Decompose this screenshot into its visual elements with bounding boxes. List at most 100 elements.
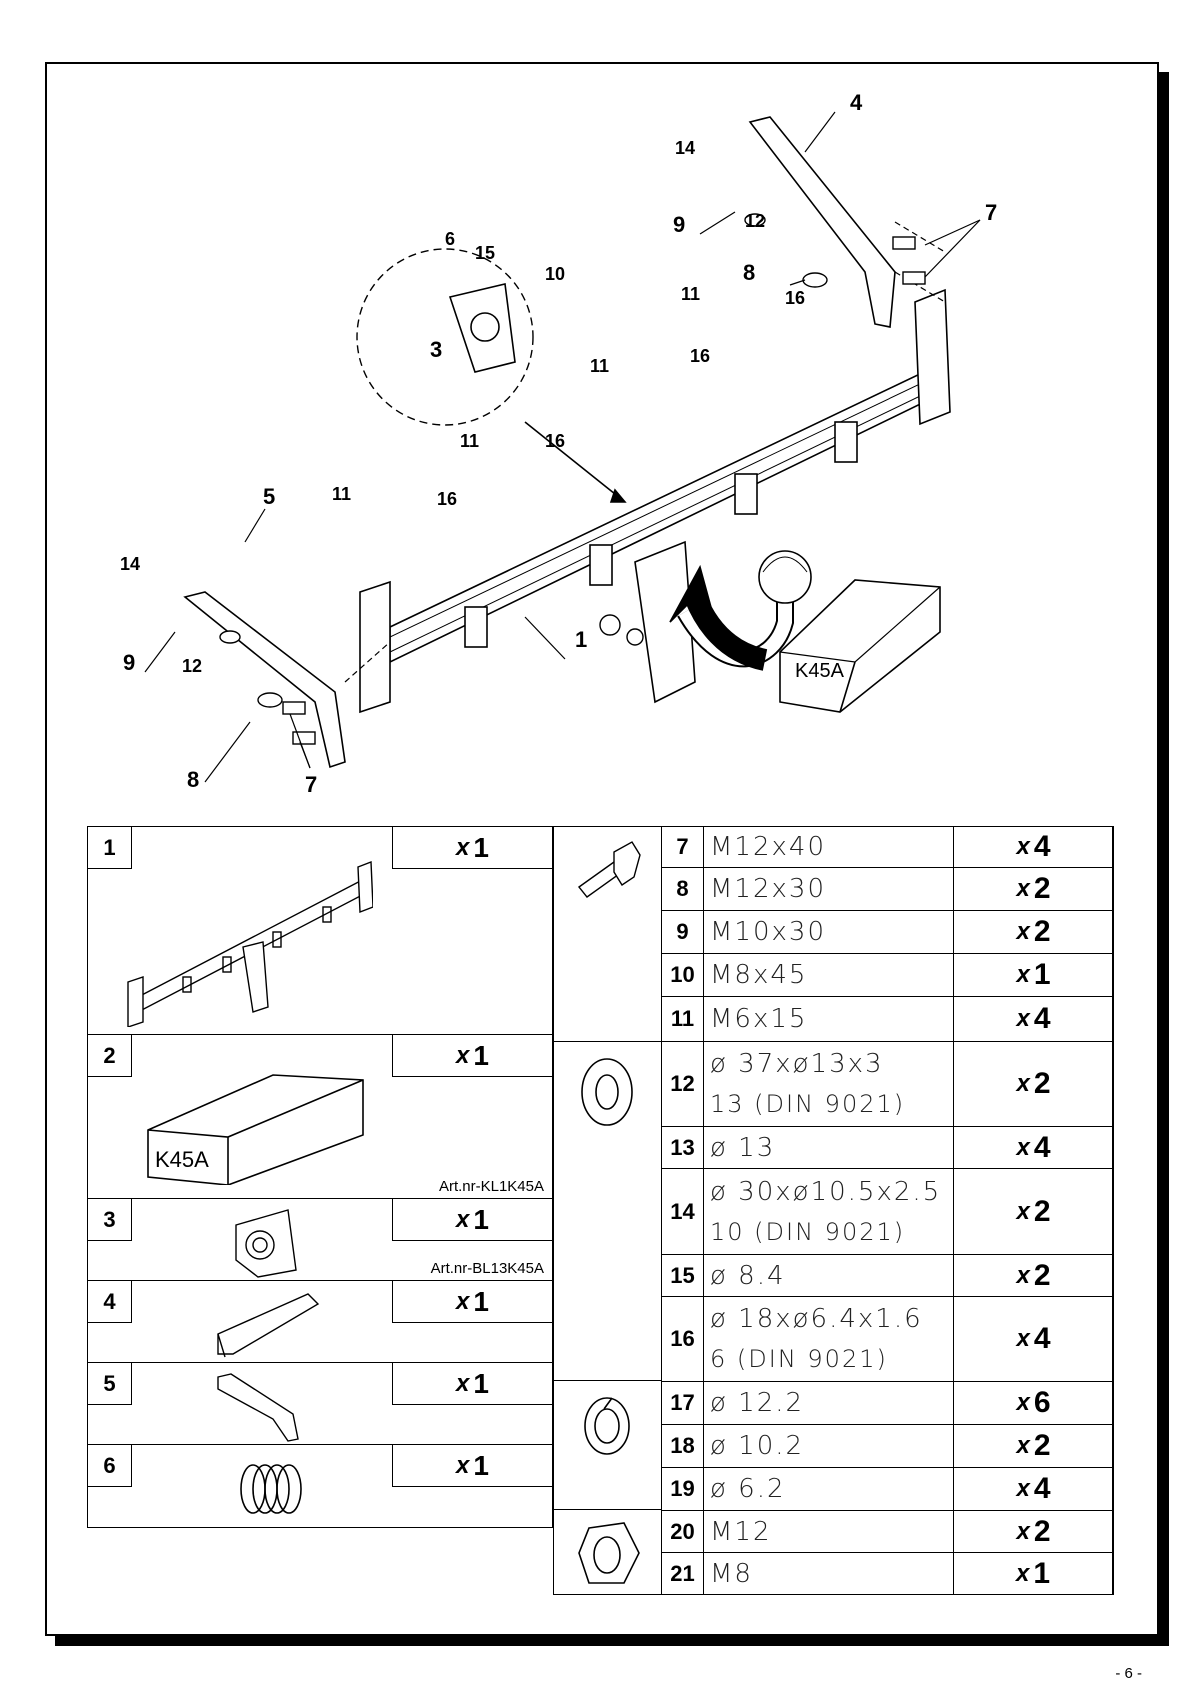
callout-16-d: 16	[437, 489, 457, 509]
part-spec: ø 6.2	[704, 1468, 954, 1510]
part-spec: M12x30	[704, 868, 954, 910]
part-number: 2	[88, 1035, 132, 1077]
callout-9-left: 9	[123, 650, 135, 675]
part-spec: ø 10.2	[704, 1425, 954, 1467]
callout-8-right: 8	[743, 260, 755, 285]
part-spec: ø 8.4	[704, 1255, 954, 1296]
table-right-border	[1112, 826, 1114, 1595]
callout-12-right: 12	[745, 211, 765, 231]
part-number: 8	[661, 868, 704, 910]
callout-15: 15	[475, 243, 495, 263]
callout-5: 5	[263, 484, 275, 509]
part-number: 14	[661, 1169, 704, 1254]
callout-9-right: 9	[673, 212, 685, 237]
article-number: Art.nr-BL13K45A	[430, 1260, 544, 1277]
part-number: 20	[661, 1511, 704, 1552]
callout-11-b: 11	[590, 356, 609, 376]
part-number: 12	[661, 1042, 704, 1126]
callout-1: 1	[575, 627, 587, 652]
page-number: - 6 -	[1115, 1665, 1142, 1682]
part-number: 17	[661, 1382, 704, 1424]
callout-16-c: 16	[545, 431, 565, 451]
callout-12-left: 12	[182, 656, 202, 676]
callout-11-c: 11	[460, 431, 479, 451]
box-thumbnail: K45A	[147, 1074, 364, 1185]
callout-7-right: 7	[985, 200, 997, 225]
part-number: 7	[661, 827, 704, 867]
nut-icon	[578, 1522, 640, 1584]
callout-16-a: 16	[785, 288, 805, 308]
callout-7-left: 7	[305, 772, 317, 797]
callout-16-b: 16	[690, 346, 710, 366]
part-spec: ø 13	[704, 1127, 954, 1168]
part-number: 3	[88, 1199, 132, 1241]
callout-8-left: 8	[187, 767, 199, 792]
part-number: 10	[661, 954, 704, 996]
part-number: 6	[88, 1445, 132, 1487]
part-number: 5	[88, 1363, 132, 1405]
spring-thumbnail	[240, 1464, 302, 1514]
box-thumbnail-label: K45A	[155, 1147, 209, 1172]
callout-6: 6	[445, 229, 455, 249]
part-number: 18	[661, 1425, 704, 1467]
callout-11-d: 11	[332, 484, 351, 504]
callout-14-left: 14	[120, 554, 140, 574]
article-number: Art.nr-KL1K45A	[438, 1178, 544, 1195]
callout-14-right: 14	[675, 138, 695, 158]
part-number: 11	[661, 997, 704, 1041]
part-spec: M6x15	[704, 997, 954, 1041]
nut-icon-cell	[553, 1509, 661, 1595]
part-spec: M10x30	[704, 911, 954, 953]
callout-3: 3	[430, 337, 442, 362]
callout-4: 4	[850, 90, 863, 115]
part-spec: M8x45	[704, 954, 954, 996]
part-number: 13	[661, 1127, 704, 1168]
assembly-diagram: 1 3 4 5 6 7 7 8 8 9 9 10 11 11 11 11 12 …	[45, 62, 1155, 822]
part-number: 9	[661, 911, 704, 953]
part-number: 15	[661, 1255, 704, 1296]
part-spec: ø 12.2	[704, 1382, 954, 1424]
bolt-icon-cell	[553, 826, 661, 1042]
bracket-5-thumbnail	[217, 1373, 299, 1442]
spring-washer-icon-cell	[553, 1380, 661, 1510]
washer-icon	[581, 1058, 633, 1126]
part-spec: M8	[704, 1553, 954, 1594]
part-number: 1	[88, 827, 132, 869]
part-number: 16	[661, 1297, 704, 1381]
part-spec: M12x40	[704, 827, 954, 867]
bolt-icon	[577, 841, 641, 898]
